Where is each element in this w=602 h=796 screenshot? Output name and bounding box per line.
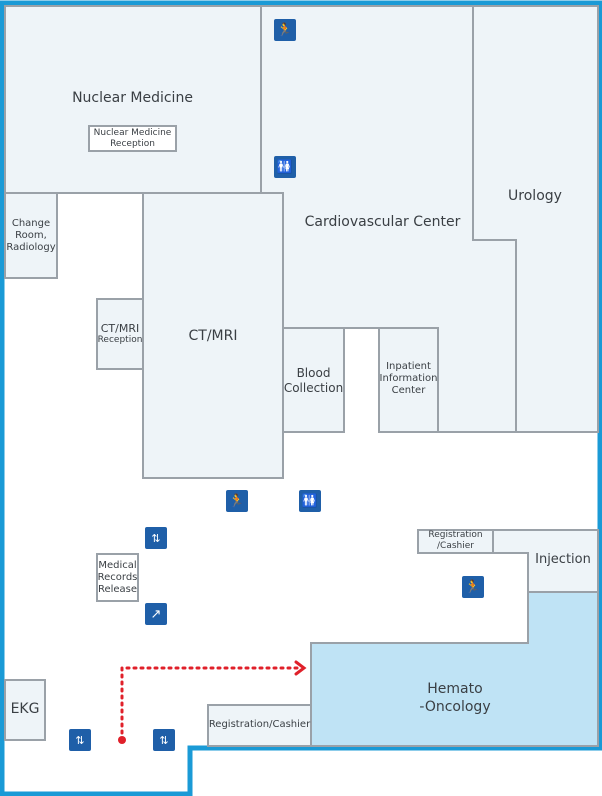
medical-records-release: Medical Records Release: [96, 553, 139, 602]
route-start-dot: [118, 736, 126, 744]
label-blood-collection: Blood Collection: [283, 366, 344, 396]
label-inpatient-info-2: Information: [379, 373, 438, 384]
room-nuclear-medicine: [4, 5, 262, 194]
room-change-room: [4, 192, 58, 279]
label-nuclear-medicine: Nuclear Medicine: [72, 90, 193, 106]
label-hemato-oncology: Hemato -Oncology: [390, 681, 520, 716]
label-medical-records-1: Medical: [98, 559, 137, 571]
route-arrow: [294, 660, 307, 676]
label-blood-collection-1: Blood: [296, 366, 331, 380]
label-registration-bottom: Registration/Cashier: [208, 719, 311, 730]
label-change-room-2: Room,: [15, 230, 47, 241]
label-nm-reception-2: Reception: [110, 138, 155, 149]
label-injection: Injection: [535, 552, 591, 567]
label-ct-mri: CT/MRI: [188, 328, 238, 344]
label-nm-reception-1: Nuclear Medicine: [93, 127, 172, 138]
label-ct-mri-reception-1: CT/MRI: [100, 322, 140, 335]
room-ct-mri-reception: [96, 298, 144, 370]
emergency-exit-icon: 🏃: [462, 576, 484, 598]
label-ct-mri-reception-2: Reception: [97, 335, 143, 346]
room-inpatient-info: [378, 327, 439, 433]
restroom-icon: 🚻: [274, 156, 296, 178]
room-urology: [472, 5, 599, 433]
emergency-exit-icon: 🏃: [226, 490, 248, 512]
room-blood-collection: [282, 327, 345, 433]
room-ekg: [4, 679, 46, 741]
label-medical-records-2: Records: [97, 571, 138, 583]
label-ekg: EKG: [10, 701, 40, 717]
label-blood-collection-2: Collection: [283, 381, 344, 395]
label-hemato-oncology-1: Hemato: [427, 681, 483, 697]
label-cardiovascular-center: Cardiovascular Center: [304, 214, 461, 230]
room-ct-mri: [142, 192, 284, 479]
label-change-room-3: Radiology: [6, 242, 56, 253]
label-change-room: Change Room, Radiology: [5, 218, 57, 254]
label-inpatient-info: Inpatient Information Center: [379, 361, 438, 397]
label-registration-top-2: /Cashier: [437, 540, 474, 551]
room-registration-bottom: [207, 704, 312, 747]
label-inpatient-info-1: Inpatient: [386, 361, 431, 372]
restroom-icon: 🚻: [299, 490, 321, 512]
escalator-icon: ↗: [145, 603, 167, 625]
label-hemato-oncology-2: -Oncology: [419, 698, 491, 715]
label-change-room-1: Change: [11, 218, 51, 229]
elevator-icon: ⇅: [153, 729, 175, 751]
room-registration-top: [417, 529, 494, 554]
label-registration-top-1: Registration: [428, 530, 483, 540]
elevator-icon: ⇅: [145, 527, 167, 549]
label-inpatient-info-3: Center: [391, 385, 426, 396]
route-path: [120, 666, 304, 742]
label-ct-mri-reception: CT/MRI Reception: [97, 322, 143, 346]
label-urology: Urology: [508, 188, 562, 204]
emergency-exit-icon: 🏃: [274, 19, 296, 41]
label-registration-top: Registration /Cashier: [418, 530, 493, 552]
elevator-icon: ⇅: [69, 729, 91, 751]
label-medical-records-3: Release: [97, 583, 138, 595]
